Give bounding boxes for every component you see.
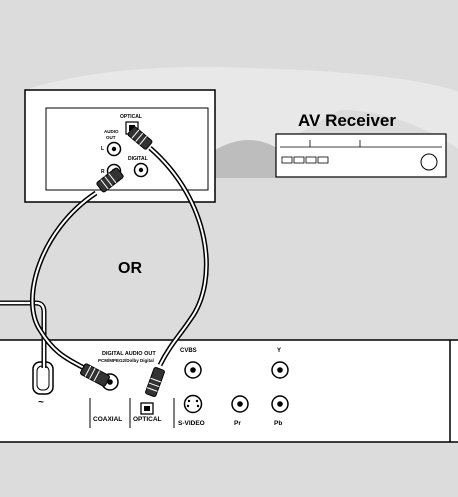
player-back-panel: ~ DIGITAL AUDIO OUT PCM/MPEG2/Dolby Digi… (0, 339, 458, 443)
receiver-title: AV Receiver (298, 111, 396, 130)
format-label: PCM/MPEG2/Dolby Digital (98, 358, 154, 363)
volume-knob-icon (420, 153, 438, 171)
coaxial-label: COAXIAL (93, 416, 122, 423)
receiver-shadow (215, 140, 280, 178)
digital-label: DIGITAL (128, 156, 148, 162)
power-symbol: ~ (38, 397, 44, 408)
optical-label: OPTICAL (133, 416, 162, 423)
coaxial-cable (30, 167, 124, 387)
s-video-jack[interactable] (183, 394, 203, 414)
receiver-back-panel: OPTICAL AUDIO OUT L DIGITAL R (24, 89, 216, 203)
or-label: OR (118, 260, 142, 277)
audio-out-label: AUDIO (104, 129, 119, 134)
optical-cable (127, 126, 209, 397)
svg-text:OUT: OUT (106, 135, 116, 140)
cvbs-label: CVBS (180, 348, 197, 354)
s-video-label: S-VIDEO (178, 420, 205, 427)
optical-port-label: OPTICAL (120, 114, 142, 120)
pr-label: Pr (234, 420, 241, 427)
left-channel-label: L (101, 146, 104, 152)
y-label: Y (277, 348, 281, 354)
right-channel-label: R (101, 169, 105, 175)
digital-audio-out-label: DIGITAL AUDIO OUT (102, 351, 156, 357)
av-receiver-front (275, 133, 447, 178)
pb-label: Pb (274, 420, 282, 427)
